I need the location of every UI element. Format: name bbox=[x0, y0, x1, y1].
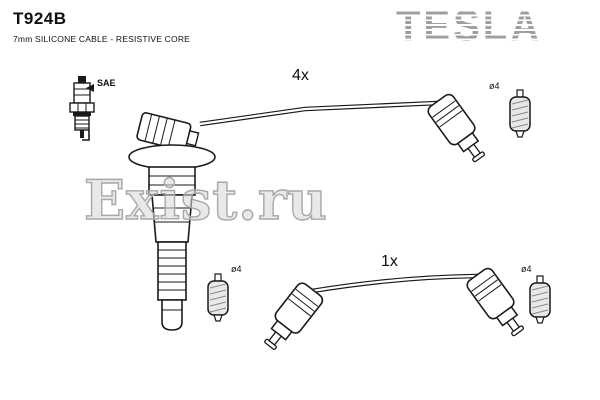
plug-boot-bottom-right bbox=[464, 265, 532, 343]
spark-plug-icon bbox=[69, 76, 95, 141]
product-subtitle: 7mm SILICONE CABLE - RESISTIVE CORE bbox=[13, 34, 191, 44]
quantity-label-4x: 4x bbox=[292, 67, 309, 84]
sae-label: SAE bbox=[97, 78, 116, 88]
part-number: T924B bbox=[13, 9, 67, 28]
distributor-boot bbox=[128, 112, 216, 331]
diameter-label-top-right: ø4 bbox=[489, 81, 500, 91]
watermark: Exist.ru bbox=[83, 167, 328, 232]
terminal-icon-top-right bbox=[509, 89, 531, 138]
cable-1x bbox=[311, 273, 478, 294]
cable-4x bbox=[199, 100, 439, 127]
quantity-label-1x: 1x bbox=[381, 253, 398, 270]
sae-pointer-icon bbox=[86, 84, 94, 92]
terminal-icon-bottom-right bbox=[529, 275, 551, 324]
diameter-label-bottom-right: ø4 bbox=[521, 264, 532, 274]
diameter-label-bottom-left: ø4 bbox=[231, 264, 242, 274]
plug-boot-bottom-left bbox=[256, 279, 326, 356]
plug-boot-top-right bbox=[425, 91, 493, 169]
terminal-icon-bottom-left bbox=[207, 273, 229, 322]
